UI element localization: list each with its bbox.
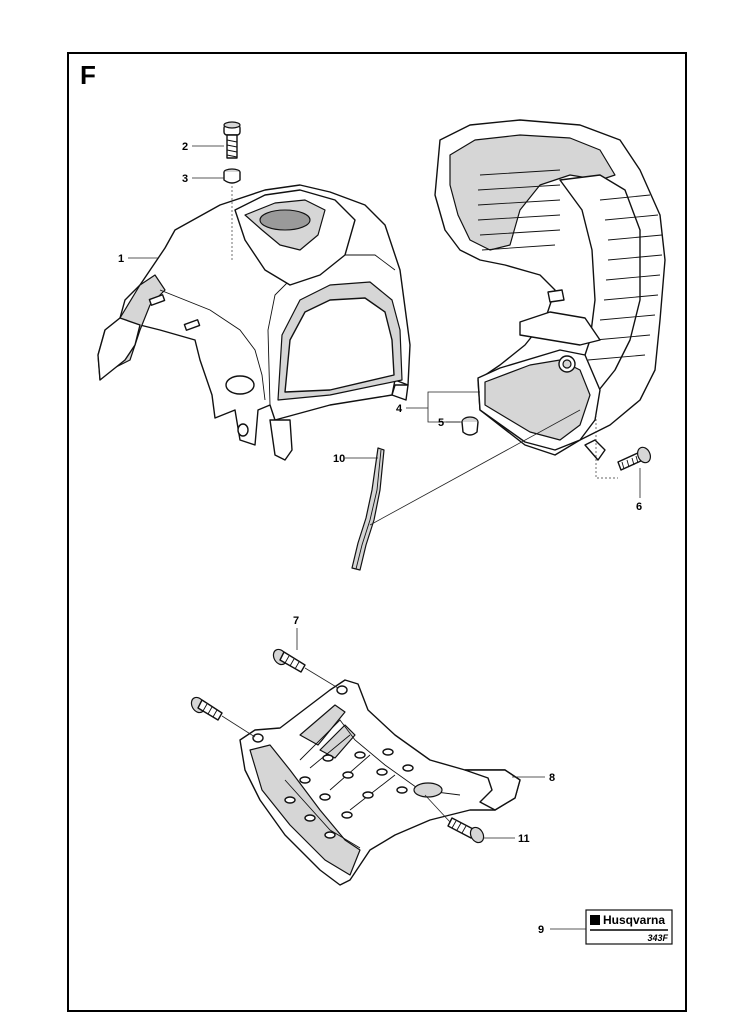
part-cylinder-cover [434,119,666,461]
part-gasket-strip [351,447,385,571]
callout-11: 11 [518,833,530,845]
callout-9: 9 [538,924,544,936]
callout-5: 5 [438,417,444,429]
callout-4: 4 [396,403,403,415]
part-screw-shield-top [272,648,306,673]
part-bottom-shield [239,679,521,886]
part-screw-shield-bottom [447,817,485,844]
part-plug [461,416,479,436]
decal-model: 343F [647,933,668,943]
assembly-line-7a [304,667,339,689]
section-letter: F [80,60,96,90]
part-engine-cover [97,184,411,461]
callout-1: 1 [118,253,124,265]
assembly-line-gasket [369,409,581,526]
callout-10: 10 [333,453,345,465]
assembly-line-7b [221,715,256,738]
decal-brand: Husqvarna [603,913,665,927]
part-washer [223,168,241,184]
callout-3: 3 [182,173,188,185]
callout-8: 8 [549,772,555,784]
assembly-line-6 [595,415,618,479]
part-screw-shield-left [190,696,223,721]
part-decal: Husqvarna 343F [585,909,673,945]
part-screw [223,121,241,159]
callout-2: 2 [182,141,188,153]
part-screw-right [617,446,652,471]
callout-7: 7 [293,615,299,627]
callout-6: 6 [636,501,642,513]
assembly-line-11 [424,794,451,823]
